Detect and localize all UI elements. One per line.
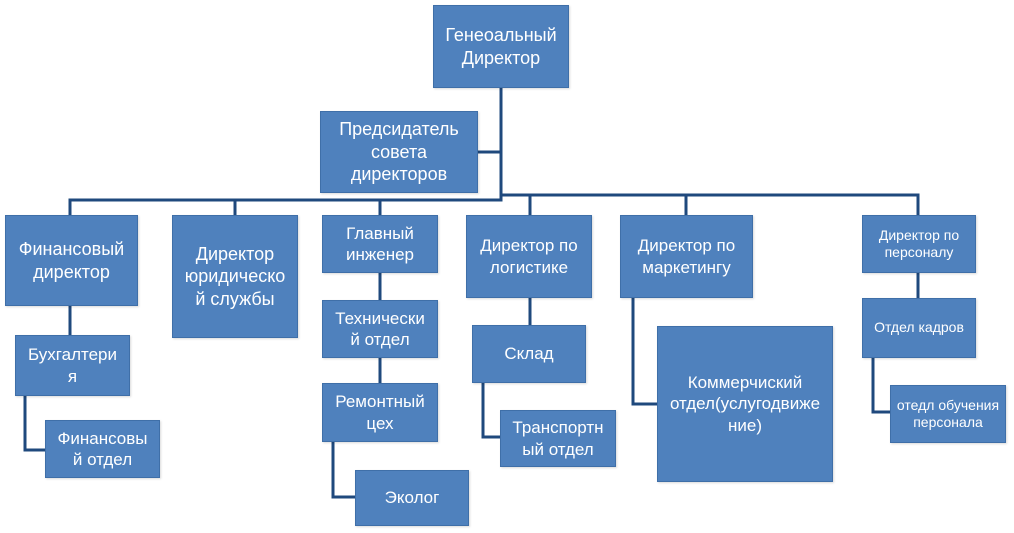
technical-department-box: Технически й отдел <box>322 300 438 358</box>
hr-director-box: Директор по персоналу <box>862 215 976 273</box>
accounting-label: Бухгалтери я <box>28 345 117 386</box>
finance-director-box: Финансовый директор <box>5 215 138 306</box>
ceo-box: Генеоальный Директор <box>433 5 569 88</box>
training-department-label: отедл обучения персонала <box>896 396 1000 431</box>
personnel-department-label: Отдел кадров <box>874 319 964 336</box>
marketing-director-label: Директор по маркетингу <box>637 236 736 277</box>
board-chair-box: Предсидатель совета директоров <box>320 111 478 193</box>
warehouse-box: Склад <box>472 325 586 383</box>
finance-director-label: Финансовый директор <box>18 239 125 282</box>
warehouse-label: Склад <box>504 344 554 364</box>
chief-engineer-box: Главный инженер <box>322 215 438 273</box>
accounting-box: Бухгалтери я <box>15 335 130 396</box>
personnel-department-box: Отдел кадров <box>862 298 976 358</box>
training-department-box: отедл обучения персонала <box>890 385 1006 443</box>
logistics-director-box: Директор по логистике <box>466 215 592 298</box>
ecologist-box: Эколог <box>355 470 469 526</box>
commercial-department-box: Коммерчиский отдел(услугодвиже ние) <box>657 326 833 482</box>
repair-shop-box: Ремонтный цех <box>322 383 438 442</box>
hr-director-label: Директор по персоналу <box>878 226 960 261</box>
transport-department-label: Транспортн ый отдел <box>512 418 604 459</box>
finance-department-label: Финансовы й отдел <box>57 428 148 469</box>
transport-department-box: Транспортн ый отдел <box>500 410 616 467</box>
ecologist-label: Эколог <box>384 488 440 508</box>
technical-department-label: Технически й отдел <box>335 308 425 349</box>
chief-engineer-label: Главный инженер <box>345 223 414 264</box>
repair-shop-label: Ремонтный цех <box>335 392 425 433</box>
commercial-department-label: Коммерчиский отдел(услугодвиже ние) <box>669 373 821 435</box>
marketing-director-box: Директор по маркетингу <box>620 215 753 298</box>
finance-department-box: Финансовы й отдел <box>45 420 160 478</box>
ceo-label: Генеоальный Директор <box>445 25 557 68</box>
legal-director-box: Директор юридическо й службы <box>172 215 298 338</box>
legal-director-label: Директор юридическо й службы <box>184 243 286 309</box>
board-chair-label: Предсидатель совета директоров <box>339 119 459 185</box>
logistics-director-label: Директор по логистике <box>480 236 578 277</box>
